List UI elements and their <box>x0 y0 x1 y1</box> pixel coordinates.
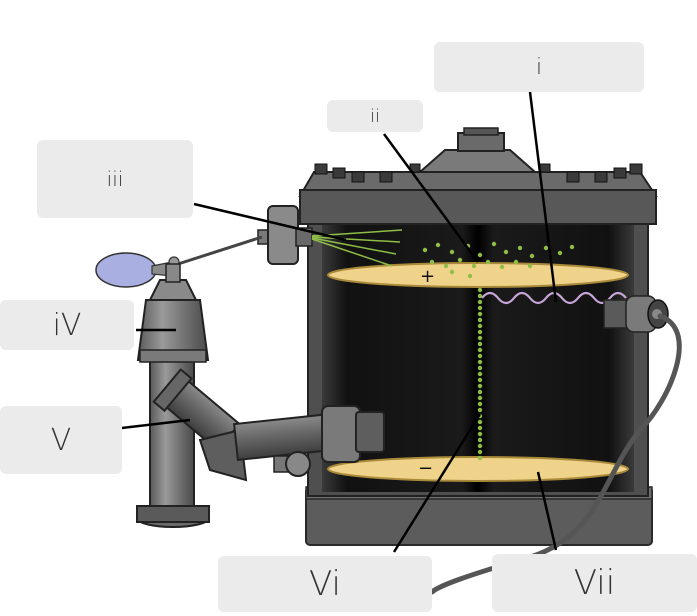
oil-droplets-cloud <box>422 241 575 279</box>
falling-droplet <box>477 395 483 401</box>
falling-droplet <box>477 299 483 305</box>
falling-droplet <box>477 329 483 335</box>
leader-vii <box>536 471 558 551</box>
falling-droplet <box>477 335 483 341</box>
bottom-plate-sign: − <box>418 458 433 479</box>
falling-droplet <box>477 455 483 461</box>
x-ray-tube <box>603 295 669 333</box>
chamber <box>298 127 658 546</box>
label-box-iii: iii <box>37 140 193 218</box>
bottom-plate <box>327 456 629 482</box>
label-box-i: i <box>434 42 644 92</box>
falling-droplet <box>477 305 483 311</box>
falling-droplet <box>477 341 483 347</box>
leader-lines <box>121 91 558 553</box>
falling-droplet <box>477 371 483 377</box>
power-cable <box>429 313 682 595</box>
falling-droplet <box>477 425 483 431</box>
falling-droplet <box>477 353 483 359</box>
falling-droplet <box>477 347 483 353</box>
label-vi: Vi <box>309 564 341 604</box>
label-ii: ii <box>369 105 380 127</box>
atomizer <box>95 205 403 288</box>
leader-iii <box>193 202 347 242</box>
falling-droplet <box>477 311 483 317</box>
label-box-v: V <box>0 406 122 474</box>
lid-bolts <box>314 163 643 183</box>
falling-droplet <box>477 431 483 437</box>
label-box-vi: Vi <box>218 556 432 612</box>
falling-droplet <box>477 293 483 299</box>
falling-droplet <box>477 383 483 389</box>
label-iv: iV <box>52 307 82 343</box>
leader-vi <box>392 413 482 553</box>
falling-droplet <box>477 389 483 395</box>
falling-droplet <box>477 419 483 425</box>
label-iii: iii <box>106 167 124 191</box>
falling-droplet <box>477 365 483 371</box>
falling-droplet <box>477 317 483 323</box>
leader-i <box>528 91 558 303</box>
falling-droplet <box>477 377 483 383</box>
label-i: i <box>535 54 543 80</box>
top-plate <box>327 262 629 288</box>
falling-droplet <box>477 287 483 293</box>
falling-droplet <box>477 401 483 407</box>
falling-droplet <box>477 443 483 449</box>
falling-droplet <box>477 437 483 443</box>
falling-droplet <box>477 449 483 455</box>
top-plate-sign: + <box>420 266 435 287</box>
leader-v <box>121 418 191 430</box>
falling-droplet <box>477 359 483 365</box>
label-box-vii: Vii <box>492 554 697 612</box>
label-box-ii: ii <box>327 100 423 132</box>
falling-droplet <box>477 323 483 329</box>
falling-droplets <box>477 287 483 461</box>
atomizer-bulb[interactable] <box>95 252 157 288</box>
leader-ii <box>382 133 480 263</box>
label-v: V <box>50 422 72 458</box>
falling-droplet <box>477 407 483 413</box>
label-vii: Vii <box>573 563 616 603</box>
label-box-iv: iV <box>0 300 134 350</box>
